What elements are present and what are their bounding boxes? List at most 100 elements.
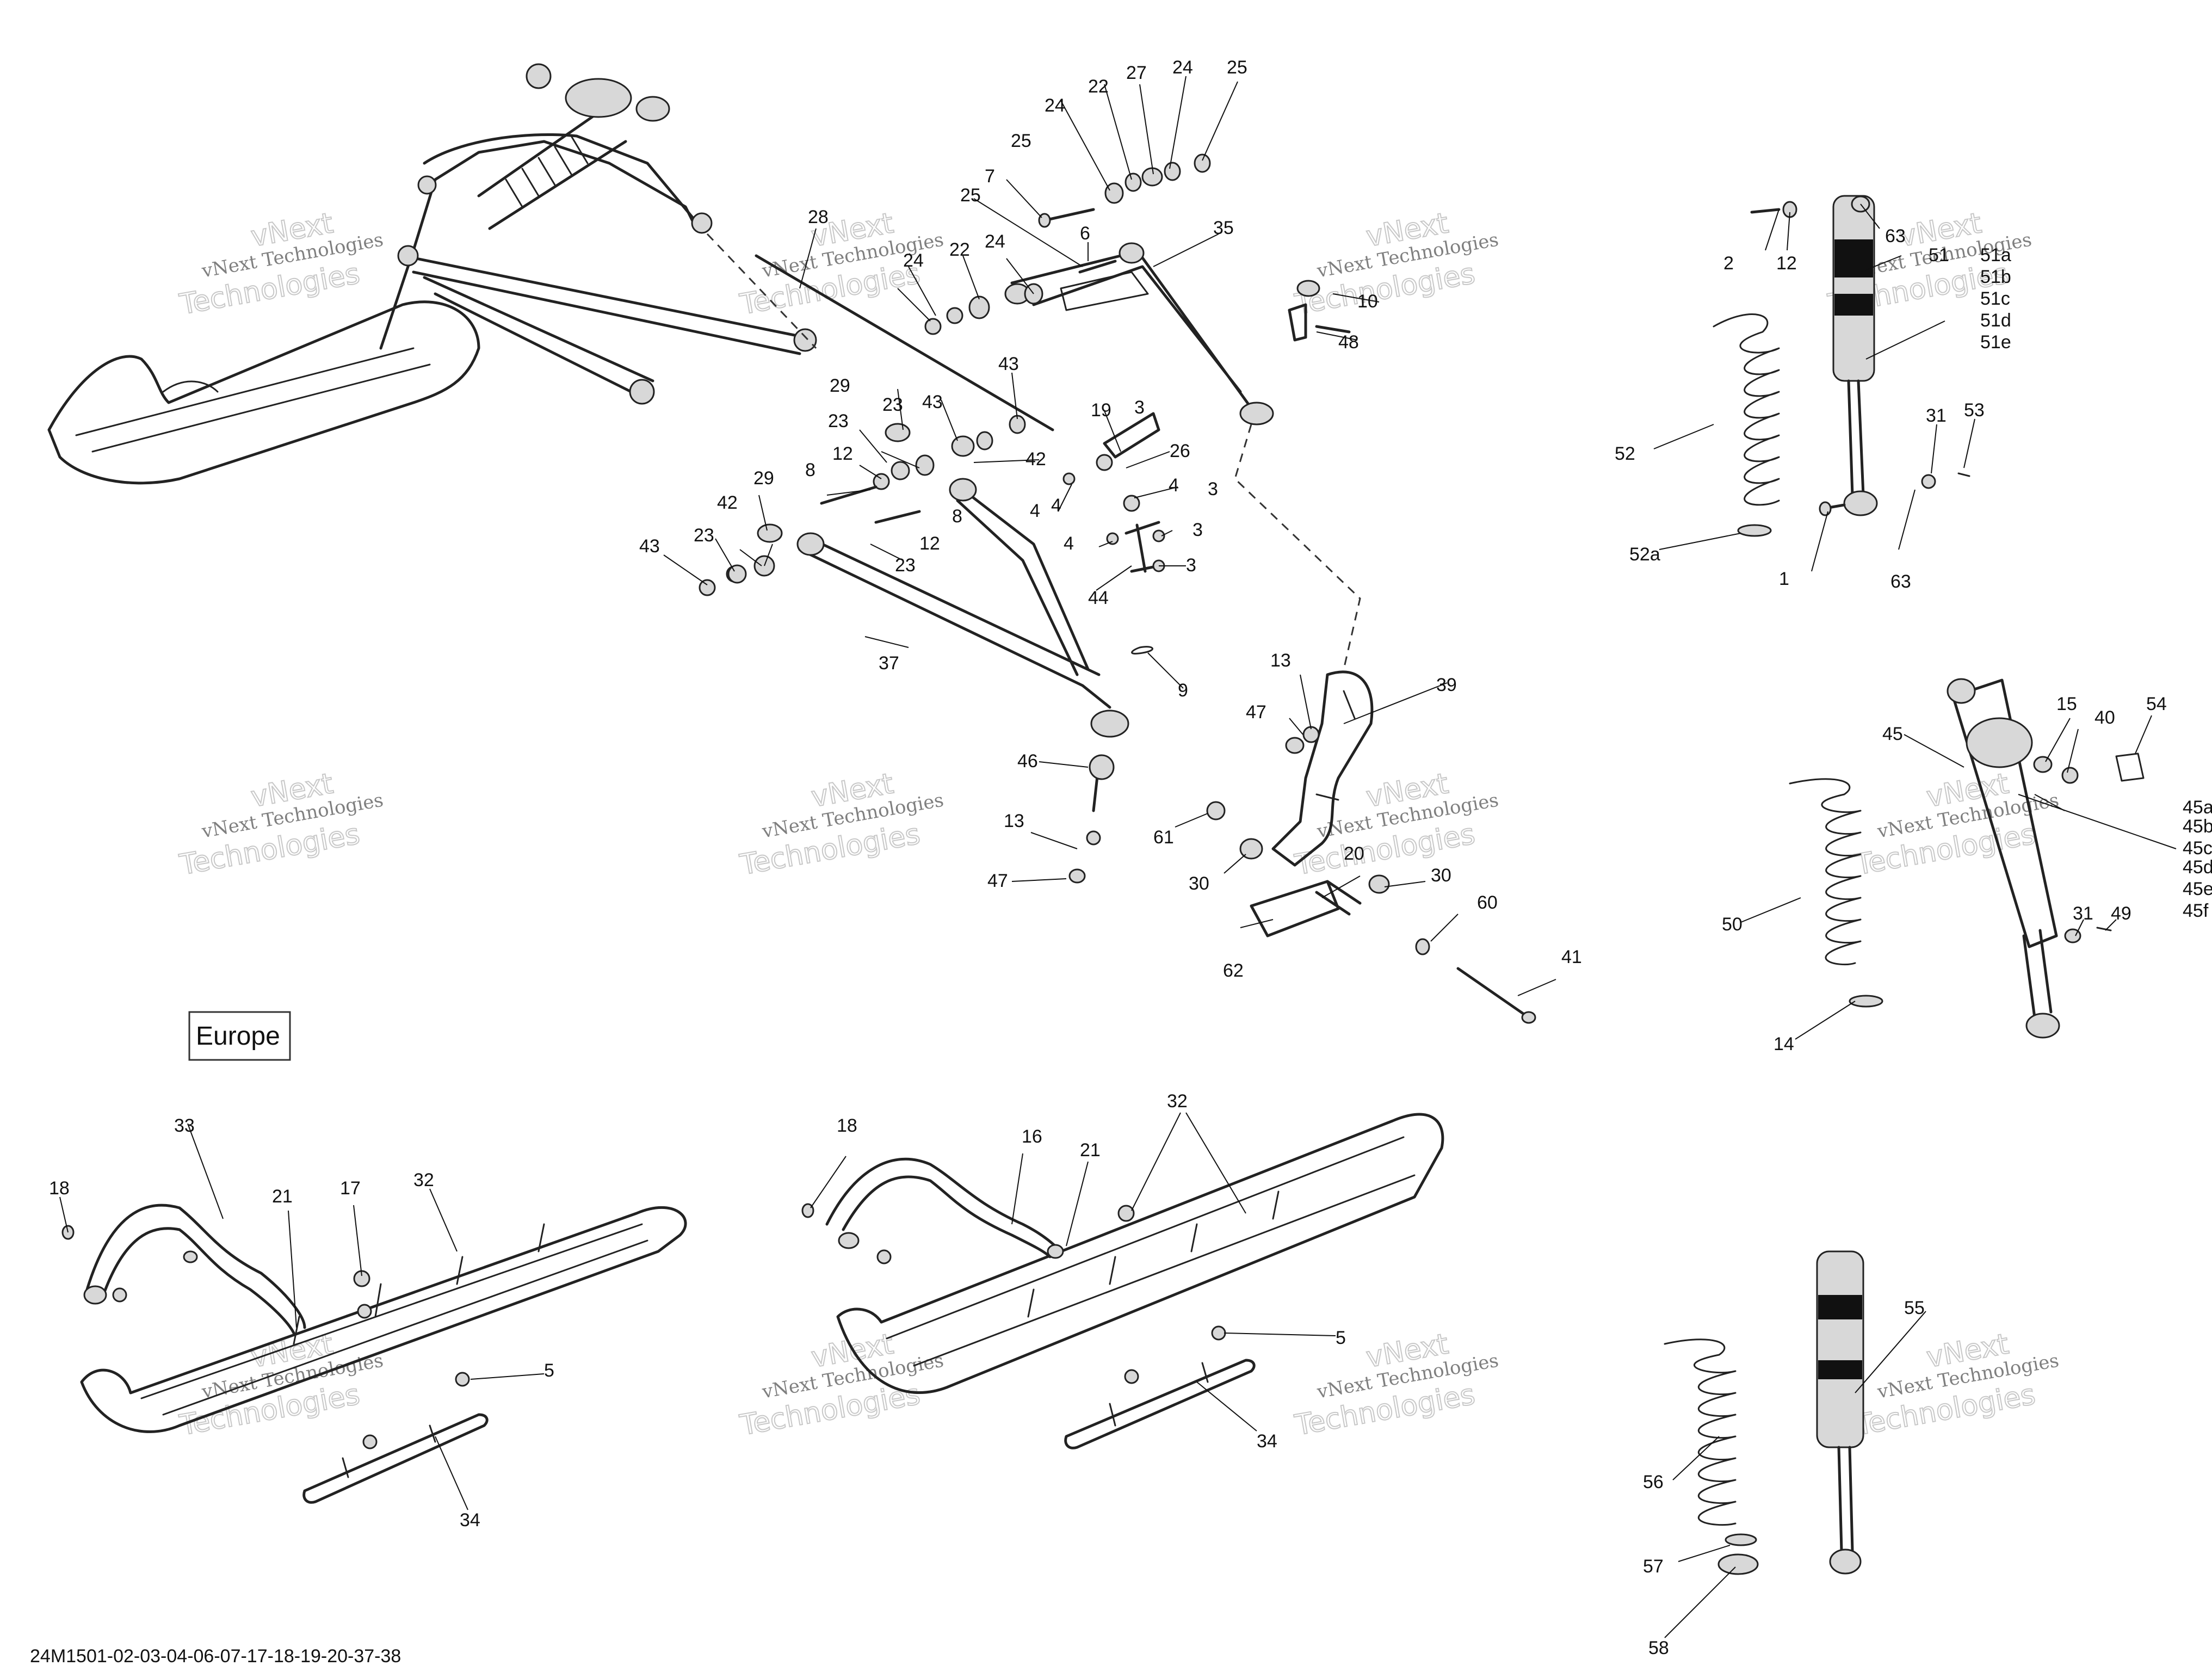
spring-52 (1713, 313, 1780, 506)
callout-24: 24 (1045, 95, 1065, 116)
callout-29: 29 (753, 468, 774, 489)
callout-54: 54 (2146, 694, 2167, 714)
callout-leaders (59, 76, 2177, 1638)
callout-30: 30 (1189, 873, 1209, 894)
callout-3: 3 (1134, 397, 1145, 418)
callout-26: 26 (1170, 441, 1190, 461)
callout-45e: 45e (2183, 879, 2212, 899)
callout-62: 62 (1223, 960, 1244, 981)
callout-1: 1 (1779, 569, 1789, 589)
callout-32: 32 (413, 1170, 434, 1190)
exploded-parts (699, 153, 1536, 1024)
assembled-suspension-illustration (47, 63, 817, 485)
callout-55: 55 (1904, 1298, 1925, 1318)
callout-22: 22 (1088, 76, 1109, 97)
callout-5: 5 (544, 1360, 554, 1381)
callout-47: 47 (987, 871, 1008, 891)
callout-24: 24 (903, 250, 924, 271)
callout-52a: 52a (1629, 544, 1660, 565)
callout-21: 21 (272, 1186, 293, 1207)
callout-25: 25 (960, 185, 981, 206)
callout-15: 15 (2056, 694, 2077, 714)
callout-35: 35 (1213, 218, 1234, 238)
callout-58: 58 (1648, 1638, 1669, 1658)
callout-41: 41 (1561, 947, 1582, 967)
label-tag-54 (2115, 752, 2145, 782)
callout-12: 12 (919, 533, 940, 554)
callout-8: 8 (805, 460, 815, 480)
callout-23: 23 (882, 394, 903, 415)
spring-50 (1789, 778, 1862, 966)
lower-a-arm (798, 488, 1111, 709)
callout-45f: 45f (2183, 900, 2209, 921)
callout-60: 60 (1477, 892, 1498, 913)
shock-51-group (1713, 195, 1970, 537)
callout-53: 53 (1964, 400, 1985, 421)
callout-51d: 51d (1980, 310, 2011, 331)
callout-33: 33 (174, 1115, 195, 1136)
callout-3: 3 (1208, 479, 1218, 499)
handle-16 (825, 1157, 1062, 1253)
callout-16: 16 (1022, 1126, 1042, 1147)
callout-29: 29 (830, 375, 850, 396)
callout-8: 8 (952, 506, 962, 527)
hardware (699, 153, 1536, 1024)
callout-51e: 51e (1980, 332, 2011, 353)
callout-3: 3 (1192, 520, 1203, 540)
callout-25: 25 (1011, 131, 1031, 151)
callout-43: 43 (639, 536, 660, 557)
connection-line (1234, 424, 1361, 670)
region-label: Europe (196, 1022, 280, 1051)
callout-45c: 45c (2183, 838, 2212, 859)
callout-12: 12 (1776, 253, 1797, 274)
callout-49: 49 (2111, 903, 2131, 924)
skid-plate (1250, 880, 1340, 937)
callout-44: 44 (1088, 588, 1109, 608)
callout-20: 20 (1344, 843, 1364, 864)
callout-27: 27 (1126, 63, 1147, 83)
callout-10: 10 (1357, 291, 1378, 312)
runner-34 (302, 1413, 489, 1504)
callout-18: 18 (837, 1115, 857, 1136)
callout-24: 24 (985, 231, 1005, 252)
callout-23: 23 (895, 555, 916, 576)
callout-63: 63 (1890, 571, 1911, 592)
callout-52: 52 (1615, 443, 1635, 464)
callout-47: 47 (1246, 702, 1266, 723)
callout-32: 32 (1167, 1091, 1188, 1112)
document-id: 24M1501-02-03-04-06-07-17-18-19-20-37-38 (30, 1646, 401, 1667)
callout-25: 25 (1227, 57, 1247, 78)
callout-13: 13 (1004, 811, 1024, 831)
callout-18: 18 (49, 1178, 70, 1199)
callout-56: 56 (1643, 1472, 1664, 1492)
callout-63: 63 (1885, 226, 1906, 246)
callout-6: 6 (1080, 223, 1090, 244)
callout-40: 40 (2094, 707, 2115, 728)
callout-12: 12 (832, 443, 853, 464)
callout-24: 24 (1172, 57, 1193, 78)
upper-a-arm (1010, 249, 1269, 415)
callout-14: 14 (1774, 1034, 1794, 1054)
connection-line (706, 233, 817, 349)
runner-34 (1064, 1359, 1256, 1449)
callout-51: 51 (1929, 245, 1949, 266)
callout-51c: 51c (1980, 288, 2010, 309)
callout-4: 4 (1169, 475, 1179, 496)
callout-42: 42 (717, 492, 738, 513)
callout-43: 43 (998, 354, 1019, 374)
callout-2: 2 (1723, 253, 1734, 274)
shock-45-group (1789, 678, 2145, 1039)
callout-4: 4 (1030, 501, 1040, 521)
callout-43: 43 (922, 392, 943, 412)
callout-31: 31 (1926, 405, 1947, 426)
callout-51b: 51b (1980, 267, 2011, 287)
region-label-box: Europe (188, 1011, 291, 1061)
watermarks: vNext vNext Technologies Technologies vN… (177, 206, 2061, 1442)
callout-37: 37 (879, 653, 899, 674)
callout-5: 5 (1336, 1328, 1346, 1348)
handle-33 (85, 1204, 306, 1329)
callout-34: 34 (460, 1510, 480, 1531)
callout-7: 7 (985, 166, 995, 187)
callout-42: 42 (1025, 449, 1046, 470)
